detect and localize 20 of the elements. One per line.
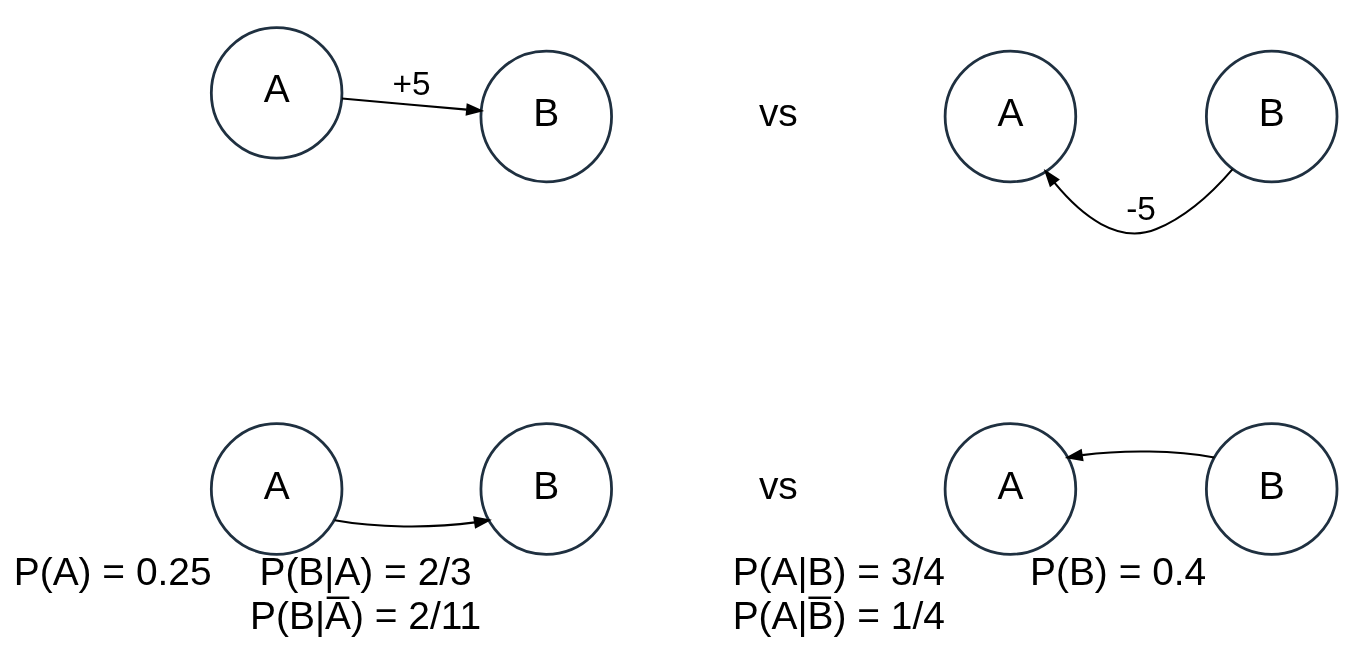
node-circle: B [1205,422,1339,556]
node-circle: A [943,49,1078,184]
node-circle: B [479,422,613,556]
node-label: P(B|A̅) = 2/11 [250,593,482,637]
edge-label: -5 [1126,189,1156,227]
node-circle: A [209,26,344,160]
arrow [341,97,485,116]
node-label: P(A|B̅) = 1/4 [732,593,945,637]
node-circle: A [209,422,344,556]
node-label: P(A) = 0.25 [13,550,212,594]
label: vs [758,91,798,135]
arrow [1064,448,1215,462]
node-circle: B [1205,49,1339,184]
label: vs [758,463,798,507]
node-circle: A [943,422,1078,556]
edge-label: +5 [392,64,431,102]
arrow [1043,168,1234,235]
node-circle: B [479,49,613,184]
node-label: P(A|B) = 3/4 [732,550,945,594]
arrow [334,516,492,529]
